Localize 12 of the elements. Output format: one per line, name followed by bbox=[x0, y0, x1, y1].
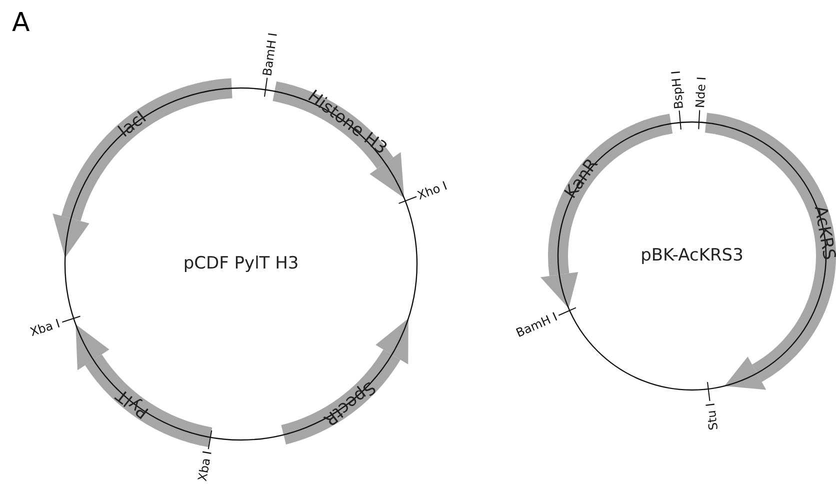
site-label: BspH I bbox=[670, 70, 686, 110]
site-label: Nde I bbox=[694, 76, 708, 108]
site-label: BamH I bbox=[262, 32, 280, 77]
gene-label: lacI bbox=[116, 110, 150, 142]
site-label: Xba I bbox=[196, 450, 214, 482]
plasmid-name: pCDF PylT H3 bbox=[183, 256, 299, 272]
site-label: Xba I bbox=[28, 317, 62, 338]
site-label: Xho I bbox=[416, 179, 450, 202]
plasmid-name: pBK-AcKRS3 bbox=[640, 248, 744, 264]
gene-label: PylT bbox=[113, 385, 152, 420]
panel-letter: A bbox=[12, 10, 30, 36]
site-label: Stu I bbox=[704, 402, 720, 431]
